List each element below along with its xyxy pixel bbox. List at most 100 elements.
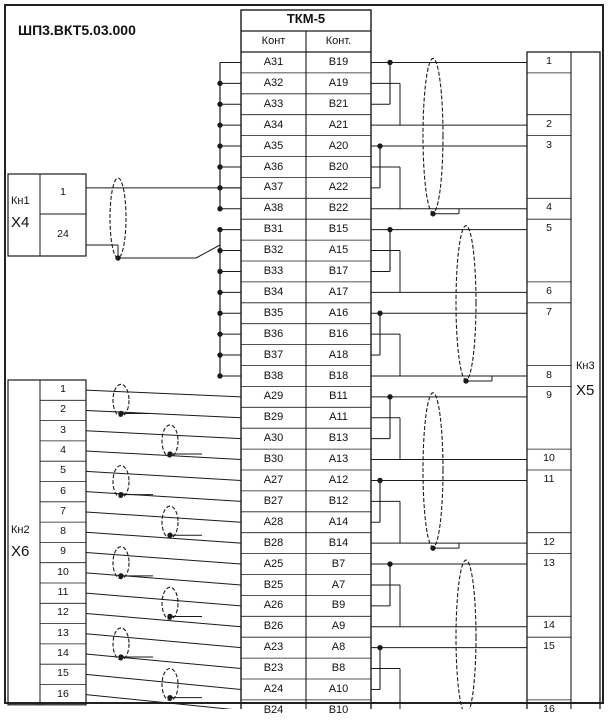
x4-pin-1: 1 [60, 186, 66, 198]
shield-ellipse [112, 546, 130, 580]
tkm-contact: B26 [263, 620, 284, 633]
tkm-contact: A27 [263, 474, 284, 486]
tkm-contact: A7 [331, 578, 346, 591]
junction-dot [217, 310, 223, 316]
wire [85, 612, 242, 628]
tkm-contact: A16 [328, 306, 349, 319]
x6-pin: 6 [60, 484, 66, 497]
x5-pin: 5 [546, 222, 552, 235]
x4-kn-label: Кн1 [11, 195, 30, 207]
wire [85, 409, 242, 419]
x5-pin: 7 [546, 305, 552, 318]
junction-dot [217, 352, 223, 358]
wire [85, 633, 242, 649]
tkm-contact: B27 [263, 494, 284, 507]
tkm-contact: A15 [328, 244, 349, 257]
junction-dot [217, 80, 223, 87]
x6-pin: 13 [57, 626, 69, 639]
x6-pin: 16 [57, 687, 69, 700]
wire [85, 531, 242, 544]
tkm-contact: B25 [263, 578, 284, 591]
x6-pin: 1 [60, 383, 66, 395]
tkm-contact: B38 [263, 369, 284, 382]
tkm-contact: B34 [263, 285, 284, 298]
wire [85, 592, 242, 607]
tkm-contact: A37 [263, 181, 284, 194]
tkm-contact: B29 [263, 411, 284, 424]
tkm-contact: A25 [263, 557, 284, 570]
tkm-contact: B23 [263, 662, 284, 675]
x5-pin: 9 [546, 389, 552, 402]
tkm-contact: B16 [328, 327, 349, 340]
tkm-contact: B20 [328, 160, 349, 173]
tkm-contact: A18 [328, 348, 349, 361]
wire [85, 653, 242, 670]
junction-dot [217, 122, 223, 128]
junction-dot [217, 143, 223, 149]
x6-pin: 11 [57, 586, 69, 598]
x5-pin: 2 [546, 117, 552, 130]
tkm-contact: A33 [263, 97, 284, 110]
wire [195, 244, 221, 259]
wire [85, 430, 242, 440]
shield-ellipse [161, 424, 179, 458]
tkm-contact: A22 [328, 181, 349, 194]
tkm-contact: A34 [263, 118, 284, 131]
wire [85, 511, 242, 523]
shield-ellipse [161, 586, 179, 620]
tkm-contact: B21 [328, 97, 349, 110]
wire [85, 450, 242, 461]
tkm-contact: B19 [328, 56, 349, 68]
shield-ellipse [112, 627, 130, 661]
shield-ellipse [161, 505, 179, 539]
junction-dot [167, 694, 173, 701]
junction-dot [430, 211, 436, 217]
tkm-contact: A35 [263, 139, 284, 152]
tkm-contact: A13 [328, 453, 349, 466]
shield-ellipse [161, 667, 179, 702]
junction-dot [463, 378, 469, 384]
tkm-contact: A10 [328, 683, 349, 695]
tkm-contact: A29 [263, 390, 284, 403]
x5-pin: 4 [546, 201, 552, 214]
tkm-contact: B15 [328, 223, 349, 236]
tkm-contact: B8 [331, 662, 346, 675]
tkm-contact: A31 [263, 56, 284, 68]
tkm-title: ТКМ-5 [286, 11, 326, 26]
drawing-title: ШП3.ВКТ5.03.000 [18, 22, 136, 38]
wire [85, 673, 242, 690]
x6-pin: 14 [57, 646, 69, 659]
tkm-contact: A9 [331, 620, 346, 633]
tkm-contact: B28 [263, 536, 284, 549]
junction-dot [167, 613, 173, 620]
tkm-contact: B31 [263, 223, 284, 236]
wire [85, 552, 242, 565]
tkm-contact: B7 [331, 557, 346, 570]
shield-ellipse [422, 57, 444, 214]
tkm-contact: A38 [263, 202, 284, 215]
junction-dot [217, 101, 223, 107]
x5-kn-label: Кн3 [576, 360, 595, 372]
tkm-contact: A21 [328, 118, 349, 131]
x5-name: X5 [576, 382, 595, 399]
x6-pin: 4 [60, 443, 66, 456]
tkm-contact: A26 [263, 599, 284, 612]
shield-ellipse [112, 464, 130, 499]
wire [85, 470, 242, 481]
junction-dot [217, 373, 223, 379]
junction-dot [430, 545, 436, 551]
x5-pin: 15 [543, 640, 555, 653]
tkm-col2-header: Конт. [325, 35, 352, 47]
wire [85, 572, 242, 586]
junction-dot [217, 164, 223, 170]
shield-ellipse [455, 225, 477, 381]
junction-dot [115, 255, 121, 261]
junction-dot [167, 451, 173, 457]
tkm-contact: A8 [331, 641, 346, 654]
tkm-contact: B18 [328, 369, 349, 382]
junction-dot [217, 331, 223, 337]
shield-ellipse [455, 559, 477, 709]
junction-dot [217, 206, 223, 212]
shield-ellipse [112, 383, 130, 417]
x5-pin: 6 [546, 284, 552, 297]
